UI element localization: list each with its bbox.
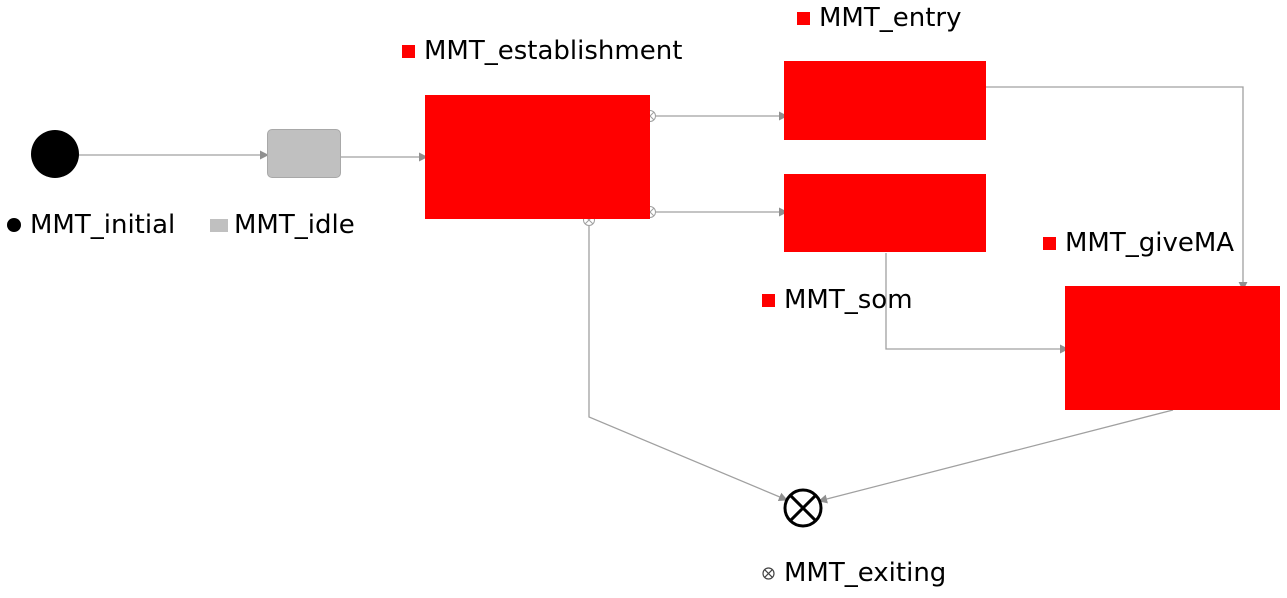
state-mmt-givema[interactable] — [1065, 286, 1280, 410]
state-mmt-entry[interactable] — [784, 61, 986, 140]
state-legend-icon — [210, 218, 228, 232]
state-mmt-som[interactable] — [784, 174, 986, 252]
label-mmt-exiting: MMT_exiting — [762, 560, 946, 586]
label-mmt-givema: MMT_giveMA — [1043, 230, 1234, 256]
label-text: MMT_entry — [819, 3, 962, 33]
state-legend-icon — [797, 11, 810, 25]
label-text: MMT_initial — [30, 210, 176, 240]
transition-som-to-givema[interactable] — [885, 253, 1069, 354]
label-mmt-entry: MMT_entry — [797, 5, 962, 31]
label-text: MMT_establishment — [424, 36, 683, 66]
label-text: MMT_som — [784, 285, 913, 315]
exit-state-icon[interactable] — [783, 488, 823, 528]
state-mmt-establishment[interactable] — [425, 95, 650, 219]
label-mmt-initial: MMT_initial — [7, 212, 175, 238]
exit-legend-icon — [762, 566, 775, 580]
initial-pseudostate[interactable] — [31, 130, 79, 178]
state-legend-icon — [1043, 236, 1056, 250]
label-mmt-idle: MMT_idle — [210, 212, 355, 238]
label-text: MMT_giveMA — [1065, 228, 1235, 258]
transition-entry-to-givema[interactable] — [986, 86, 1248, 291]
label-text: MMT_exiting — [784, 558, 947, 588]
state-legend-icon — [762, 293, 775, 307]
label-mmt-som: MMT_som — [762, 287, 913, 313]
label-text: MMT_idle — [234, 210, 355, 240]
transition-givema-to-exiting[interactable] — [818, 409, 1174, 504]
transition-establishment-to-exiting[interactable] — [588, 226, 788, 502]
label-mmt-establishment: MMT_establishment — [402, 38, 682, 64]
state-legend-icon — [402, 44, 415, 58]
state-mmt-idle[interactable] — [267, 129, 341, 178]
initial-legend-icon — [7, 218, 21, 232]
